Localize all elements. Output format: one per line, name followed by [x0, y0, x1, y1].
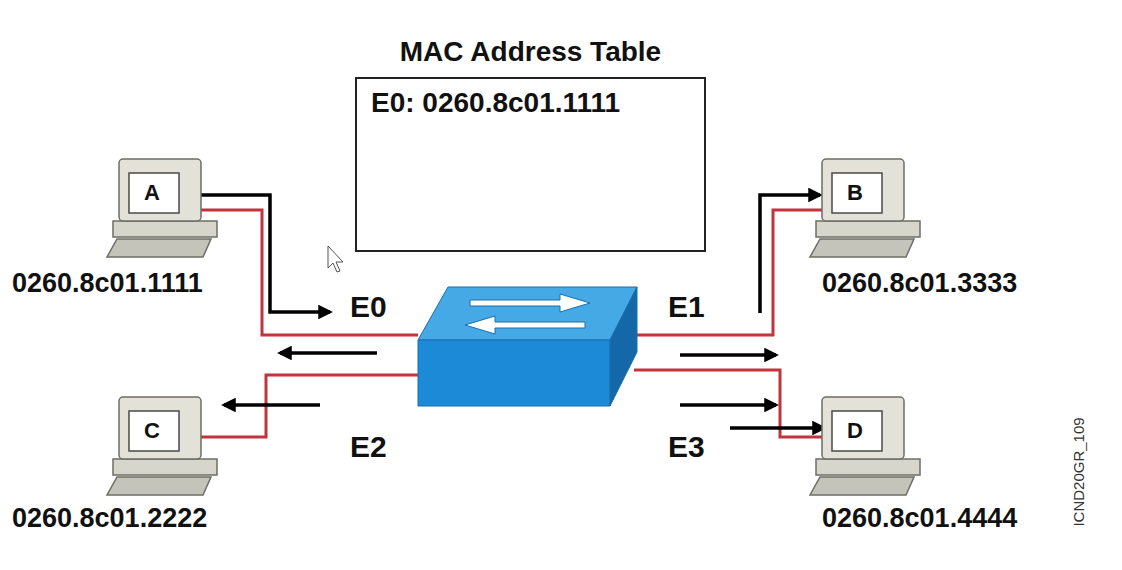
mac-address: 0260.8c01.3333 [822, 268, 1017, 299]
computer-node: D 0260.8c01.4444 [820, 393, 1082, 538]
system-unit [816, 221, 920, 237]
monitor [119, 397, 201, 459]
keyboard [107, 477, 211, 495]
computer-letter: B [847, 180, 863, 206]
computer-letter: D [847, 418, 863, 444]
flow-arrow [280, 351, 377, 355]
screen [129, 411, 179, 451]
cable-c [200, 375, 418, 437]
port-label: E3 [668, 430, 705, 464]
screen [832, 173, 882, 213]
flow-arrow [680, 353, 776, 357]
switch-symbol [418, 287, 637, 406]
flow-arrow [680, 403, 776, 407]
mac-address: 0260.8c01.4444 [822, 503, 1017, 534]
port-label: E0 [350, 290, 387, 324]
flow-arrow [730, 426, 824, 430]
system-unit [816, 459, 920, 475]
keyboard [810, 239, 914, 257]
computer-icon [107, 159, 217, 257]
flow-arrow [224, 403, 320, 407]
table-box: E0: 0260.8c01.1111 [355, 77, 706, 252]
system-unit [113, 459, 217, 475]
port-label: E2 [350, 430, 387, 464]
monitor [119, 159, 201, 221]
table-title: MAC Address Table [355, 32, 706, 77]
keyboard [107, 239, 211, 257]
computer-node: A 0260.8c01.1111 [10, 155, 272, 300]
mouse-cursor [328, 246, 343, 272]
computer-letter: A [144, 180, 160, 206]
mac-table: MAC Address TableE0: 0260.8c01.1111 [355, 32, 706, 252]
computer-icon [810, 159, 920, 257]
watermark: ICND20GR_109 [1070, 417, 1087, 526]
computer-icon [107, 397, 217, 495]
computer-node: B 0260.8c01.3333 [820, 155, 1082, 300]
table-entry: E0: 0260.8c01.1111 [371, 87, 690, 119]
monitor [822, 397, 904, 459]
computer-letter: C [144, 418, 160, 444]
monitor [822, 159, 904, 221]
port-label: E1 [668, 290, 705, 324]
computer-node: C 0260.8c01.2222 [10, 393, 272, 538]
keyboard [810, 477, 914, 495]
mac-address: 0260.8c01.1111 [12, 268, 203, 299]
flow-arrow [196, 195, 330, 312]
system-unit [113, 221, 217, 237]
mac-address: 0260.8c01.2222 [12, 503, 207, 534]
screen [832, 411, 882, 451]
computer-icon [810, 397, 920, 495]
screen [129, 173, 179, 213]
